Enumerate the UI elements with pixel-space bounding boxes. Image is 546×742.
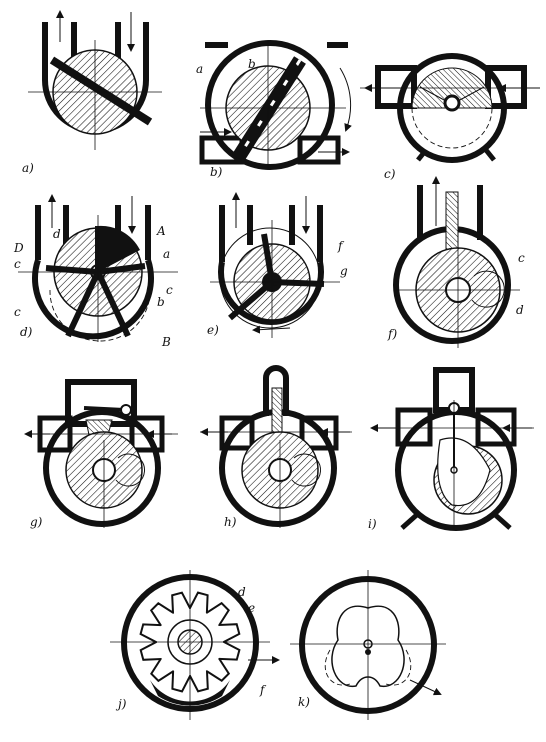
panel-d-label-D: D — [13, 241, 24, 255]
panel-i-piston-link-pump: i) — [368, 367, 534, 531]
panel-g-rotary-plunger-pump-valve: g) — [24, 379, 178, 529]
panel-f-label-d: d — [516, 303, 524, 317]
panel-c-caption: c) — [384, 167, 396, 181]
panel-d-label-c-left: c — [14, 257, 21, 271]
panel-b-label-a: a — [196, 62, 203, 76]
panel-k-caption: k) — [298, 695, 310, 709]
panel-i-caption: i) — [368, 517, 377, 531]
panel-d-label-c-right: c — [166, 283, 173, 297]
panel-k-roots-lobe-pump: k) — [290, 570, 446, 720]
panel-b-caption: b) — [210, 165, 223, 179]
panel-d-multi-vane-pump: D d A a c c b c B d) — [13, 194, 178, 349]
panel-d-label-d: d — [53, 227, 61, 241]
panel-j-label-d: d — [238, 585, 246, 599]
panel-d-label-A: A — [156, 224, 166, 238]
panel-f-caption: f) — [387, 327, 397, 341]
panel-b-label-c: c — [290, 59, 297, 73]
panel-d-label-c-lower: c — [14, 305, 21, 319]
panel-f-label-c: c — [518, 251, 525, 265]
panel-h-rotary-plunger-pump-slide: h) — [200, 365, 352, 529]
panel-d-label-B: B — [161, 335, 171, 349]
panel-e-caption: e) — [207, 323, 219, 337]
panel-j-gear-pump: d e f j) — [110, 570, 280, 720]
panel-d-label-a: a — [163, 247, 170, 261]
panel-j-label-e: e — [248, 601, 255, 615]
panel-e-label-f: f — [337, 239, 345, 253]
panel-d-caption: d) — [20, 325, 33, 339]
panel-j-label-f: f — [259, 683, 267, 697]
panel-b-label-b: b — [248, 57, 256, 71]
panel-a-caption: a) — [22, 161, 34, 175]
panel-c-swing-vane-pump: c) — [360, 53, 540, 181]
panel-e-label-g: g — [340, 264, 348, 278]
panel-e-three-vane-pump: f g e) — [207, 192, 348, 338]
panel-j-caption: j) — [115, 697, 127, 711]
panel-h-caption: h) — [224, 515, 237, 529]
panel-f-rotary-plunger-pump: c d f) — [387, 176, 525, 348]
panel-a-liquid-ring-pump: a) — [22, 10, 162, 175]
panel-b-rotary-piston-pump: a b c b) — [196, 40, 352, 179]
panel-d-label-b: b — [157, 295, 165, 309]
panel-g-caption: g) — [30, 515, 43, 529]
